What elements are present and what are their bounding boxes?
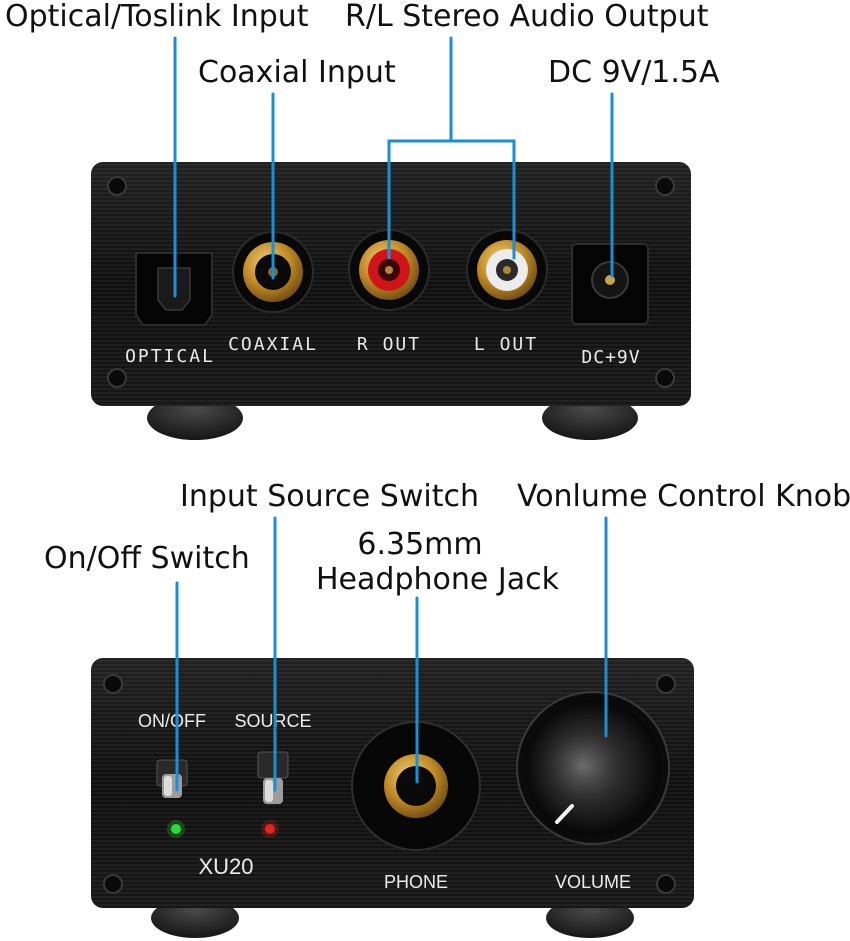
front-panel: ON/OFF SOURCE XU20 PHONE VOLUME: [91, 658, 694, 938]
label-volume: VOLUME: [555, 872, 631, 892]
callout-volume-knob: Vonlume Control Knob: [517, 479, 850, 514]
rear-panel: OPTICAL COAXIAL R OUT L OUT DC+9V: [91, 162, 691, 440]
rear-foot-right: [542, 396, 638, 440]
rear-foot-left: [147, 396, 243, 440]
front-screws: [103, 674, 676, 894]
volume-knob: [516, 691, 670, 845]
label-optical: OPTICAL: [125, 346, 215, 367]
label-onoff: ON/OFF: [138, 711, 206, 731]
callout-headphone-jack: 6.35mm Headphone Jack: [316, 527, 559, 597]
dc-jack: [571, 243, 649, 325]
rear-screws: [107, 176, 675, 388]
callout-headphone-line1: 6.35mm: [357, 527, 483, 562]
callout-optical-input: Optical/Toslink Input: [5, 0, 309, 34]
l-out-jack: [466, 229, 548, 311]
r-out-jack: [348, 229, 430, 311]
label-coaxial: COAXIAL: [228, 334, 318, 355]
label-source: SOURCE: [234, 711, 311, 731]
callout-input-source-switch: Input Source Switch: [180, 479, 479, 514]
callout-onoff-switch: On/Off Switch: [44, 541, 250, 576]
label-r-out: R OUT: [357, 334, 421, 355]
power-led: [171, 824, 181, 834]
callout-dc-power: DC 9V/1.5A: [548, 55, 720, 90]
label-l-out: L OUT: [474, 334, 538, 355]
source-led: [265, 824, 275, 834]
label-phone: PHONE: [384, 872, 448, 892]
source-toggle: [257, 751, 289, 804]
callout-stereo-output: R/L Stereo Audio Output: [345, 0, 709, 34]
headphone-jack: [351, 721, 481, 851]
leader-lines: [173, 36, 614, 792]
callout-headphone-line2: Headphone Jack: [316, 561, 559, 597]
callout-coaxial-input: Coaxial Input: [198, 55, 396, 90]
label-model: XU20: [198, 854, 253, 879]
label-dc: DC+9V: [581, 347, 640, 368]
